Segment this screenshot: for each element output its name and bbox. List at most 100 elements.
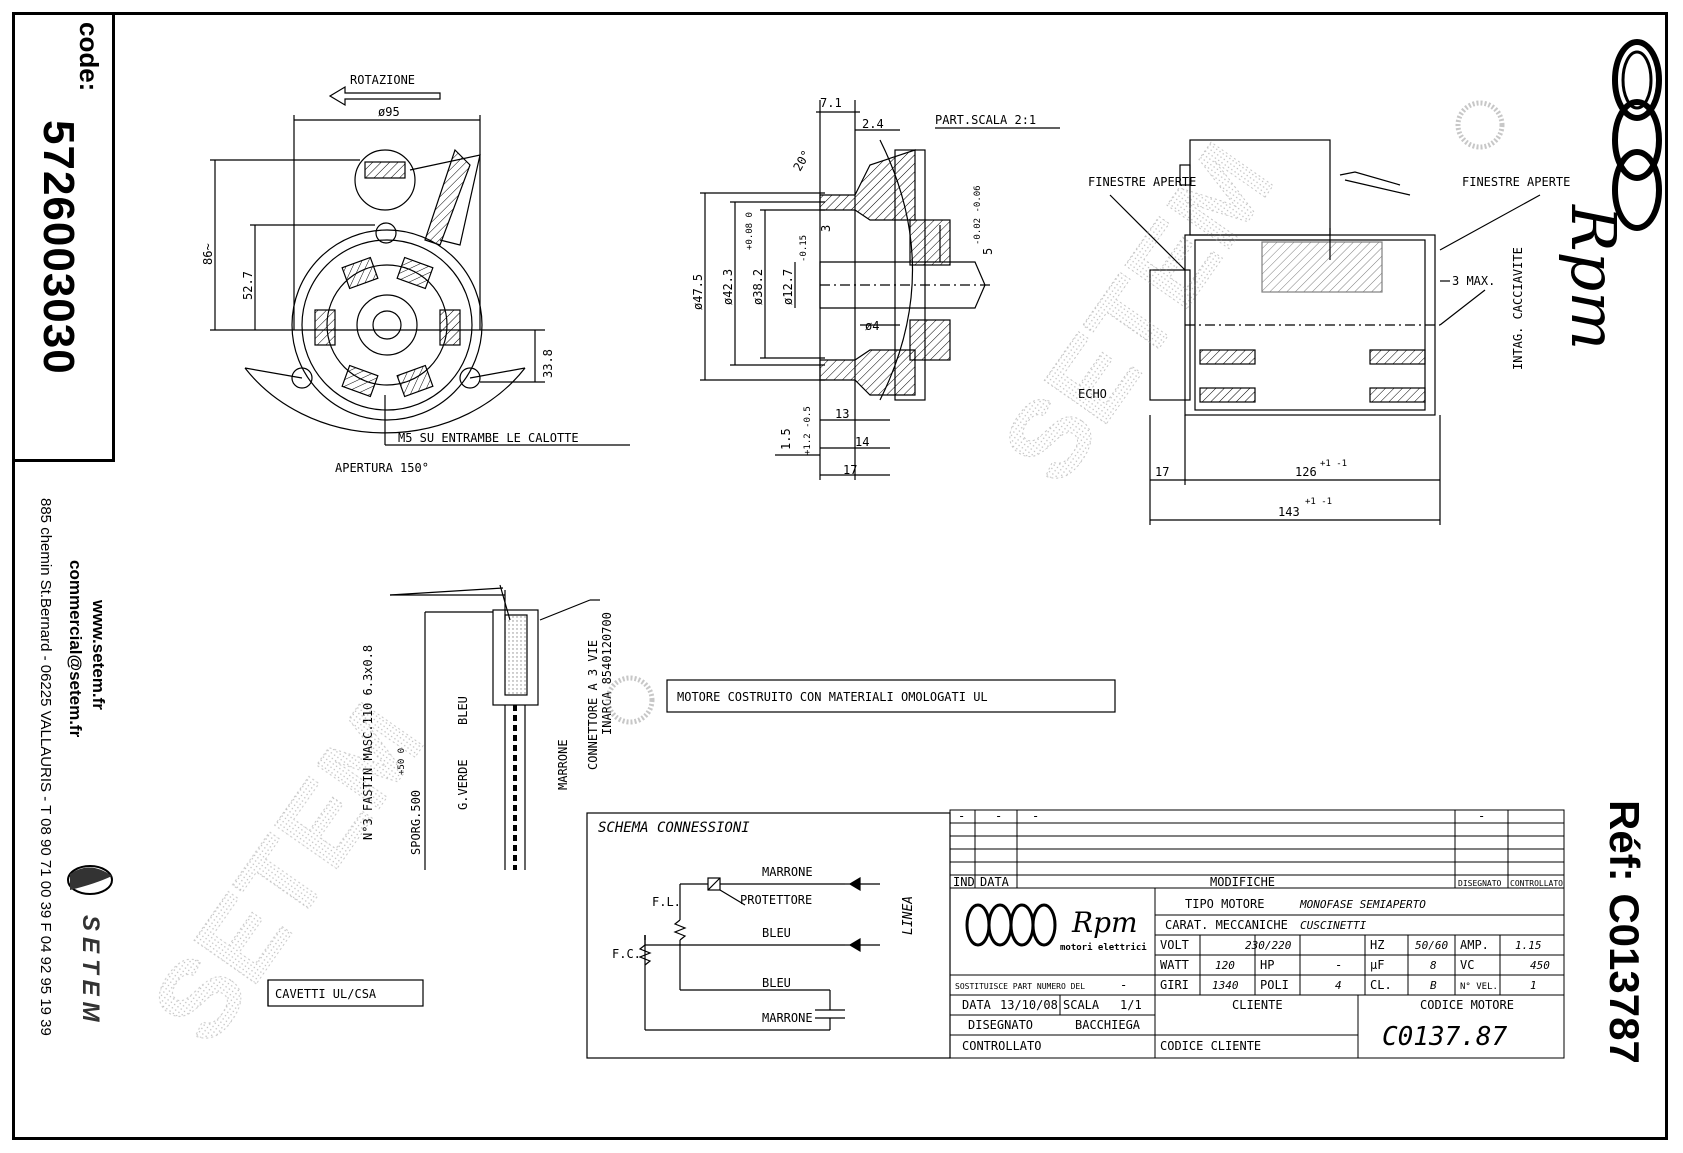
setem-logo-icon bbox=[67, 865, 113, 895]
cliente-label: CLIENTE bbox=[1232, 998, 1283, 1012]
screwdriver-note: INTAG. CACCIAVITE bbox=[1511, 247, 1525, 370]
disegnato-value: BACCHIEGA bbox=[1075, 1018, 1141, 1032]
m5-note: M5 SU ENTRAMBE LE CALOTTE bbox=[398, 431, 579, 445]
watermark-bottom: SETEM bbox=[129, 683, 447, 1064]
hdr-ind: IND bbox=[953, 875, 975, 889]
hdr-controllato: CONTROLLATO bbox=[1510, 879, 1563, 888]
echo-note: ECHO bbox=[1078, 387, 1107, 401]
codice-cliente-label: CODICE CLIENTE bbox=[1160, 1039, 1261, 1053]
cable-view-labels: N°3 FASTIN MASC.110 6.3x0.8 CONNETTORE A… bbox=[275, 612, 614, 1001]
hp-value: - bbox=[1335, 958, 1342, 972]
max-note: 3 MAX. bbox=[1452, 274, 1495, 288]
dim-center: 52.7 bbox=[241, 271, 255, 300]
detail-view bbox=[700, 100, 1060, 480]
dim-126: 126 bbox=[1295, 465, 1317, 479]
tipo-motore-label: TIPO MOTORE bbox=[1185, 897, 1264, 911]
wire-blue: BLEU bbox=[456, 696, 470, 725]
overhang-tol: +50 0 bbox=[397, 748, 407, 775]
tol-126: +1 -1 bbox=[1320, 459, 1347, 469]
label-fc: F.C. bbox=[612, 947, 641, 961]
dim-47-5: ø47.5 bbox=[691, 274, 705, 310]
hz-label: HZ bbox=[1370, 938, 1384, 952]
dim-42-3: ø42.3 bbox=[721, 269, 735, 305]
codice-motore-value: C0137.87 bbox=[1382, 1022, 1508, 1052]
vc-label: VC bbox=[1460, 958, 1474, 972]
schematic-title: SCHEMA CONNESSIONI bbox=[598, 820, 750, 836]
amp-label: AMP. bbox=[1460, 938, 1489, 952]
vel-label: N° VEL. bbox=[1460, 982, 1498, 992]
poli-value: 4 bbox=[1335, 979, 1342, 992]
disegnato-label: DISEGNATO bbox=[968, 1018, 1033, 1032]
front-view bbox=[210, 85, 630, 446]
fastin-note: N°3 FASTIN MASC.110 6.3x0.8 bbox=[361, 645, 375, 840]
controllato-label: CONTROLLATO bbox=[962, 1039, 1041, 1053]
vel-value: 1 bbox=[1530, 979, 1537, 992]
dash-3: - bbox=[1032, 809, 1039, 823]
title-block bbox=[949, 809, 1565, 1059]
ul-note: MOTORE COSTRUITO CON MATERIALI OMOLOGATI… bbox=[677, 690, 988, 704]
label-marrone-top: MARRONE bbox=[762, 865, 813, 879]
dash-2: - bbox=[995, 809, 1002, 823]
front-view-labels: ROTAZIONE ø95 86~ 52.7 33.8 M5 SU ENTRAM… bbox=[201, 73, 579, 475]
rotation-label: ROTAZIONE bbox=[350, 73, 415, 87]
dim-bolt: 33.8 bbox=[541, 349, 555, 378]
drawing-frame bbox=[12, 12, 1668, 1140]
side-view-labels: FINESTRE APERTE FINESTRE APERTE 3 MAX. I… bbox=[1078, 175, 1570, 519]
tol-5: -0.02 -0.06 bbox=[973, 185, 983, 245]
hdr-data: DATA bbox=[980, 875, 1010, 889]
dim-143: 143 bbox=[1278, 505, 1300, 519]
volt-value: 230/220 bbox=[1245, 939, 1292, 952]
giri-value: 1340 bbox=[1212, 979, 1239, 992]
vc-value: 450 bbox=[1530, 959, 1550, 972]
hdr-modifiche: MODIFICHE bbox=[1210, 875, 1275, 889]
dim-13: 13 bbox=[835, 407, 849, 421]
dim-2-4: 2.4 bbox=[862, 117, 884, 131]
dim-diameter: ø95 bbox=[378, 105, 400, 119]
label-bleu-top: BLEU bbox=[762, 926, 791, 940]
side-view bbox=[1109, 139, 1541, 525]
label-fl: F.L. bbox=[652, 895, 681, 909]
opening-note: APERTURA 150° bbox=[335, 461, 429, 475]
amp-value: 1.15 bbox=[1515, 939, 1542, 952]
tb-brand-sub: motori elettrici bbox=[1060, 942, 1147, 953]
cl-value: B bbox=[1430, 979, 1437, 992]
tol-1-5: +1.2 -0.5 bbox=[803, 406, 813, 455]
schematic-labels: SCHEMA CONNESSIONI MARRONE PROTETTORE BL… bbox=[598, 820, 916, 1025]
title-block-labels: IND DATA MODIFICHE DISEGNATO CONTROLLATO… bbox=[953, 809, 1563, 1053]
label-marrone-bottom: MARRONE bbox=[762, 1011, 813, 1025]
rpm-logo-icon bbox=[1612, 39, 1662, 231]
dash-1: - bbox=[958, 809, 965, 823]
wire-brown: MARRONE bbox=[556, 739, 570, 790]
right-windows-note: FINESTRE APERTE bbox=[1462, 175, 1570, 189]
tol-12: -0.15 bbox=[799, 235, 809, 262]
dim-4: ø4 bbox=[865, 319, 879, 333]
dim-14: 14 bbox=[855, 435, 869, 449]
label-bleu-bottom: BLEU bbox=[762, 976, 791, 990]
tol-143: +1 -1 bbox=[1305, 497, 1332, 507]
dim-side-17: 17 bbox=[1155, 465, 1169, 479]
connector-code: INARCA 8540120700 bbox=[600, 612, 614, 735]
left-windows-note: FINESTRE APERTE bbox=[1088, 175, 1196, 189]
dim-12: ø12.7 bbox=[781, 269, 795, 305]
label-linea: LINEA bbox=[901, 896, 916, 935]
uf-label: µF bbox=[1370, 958, 1384, 972]
volt-label: VOLT bbox=[1160, 938, 1189, 952]
poli-label: POLI bbox=[1260, 978, 1289, 992]
scala-label: SCALA bbox=[1063, 998, 1100, 1012]
dash-4: - bbox=[1478, 809, 1485, 823]
carat-label: CARAT. MECCANICHE bbox=[1165, 918, 1288, 932]
sostituisce-label: SOSTITUISCE PART NUMERO DEL bbox=[955, 982, 1085, 991]
dim-38-2: ø38.2 bbox=[751, 269, 765, 305]
tol-38-2: +0.08 0 bbox=[745, 212, 755, 250]
dim-17: 17 bbox=[843, 463, 857, 477]
hz-value: 50/60 bbox=[1415, 939, 1448, 952]
tipo-motore-value: MONOFASE SEMIAPERTO bbox=[1299, 898, 1426, 911]
label-protettore: PROTETTORE bbox=[740, 893, 812, 907]
dim-3: 3 bbox=[819, 225, 833, 232]
codice-motore-label: CODICE MOTORE bbox=[1420, 998, 1514, 1012]
watt-label: WATT bbox=[1160, 958, 1189, 972]
dim-height: 86~ bbox=[201, 243, 215, 265]
scale-note: PART.SCALA 2:1 bbox=[935, 113, 1036, 127]
dim-1-5: 1.5 bbox=[779, 428, 793, 450]
ul-note-box: MOTORE COSTRUITO CON MATERIALI OMOLOGATI… bbox=[666, 679, 1116, 713]
